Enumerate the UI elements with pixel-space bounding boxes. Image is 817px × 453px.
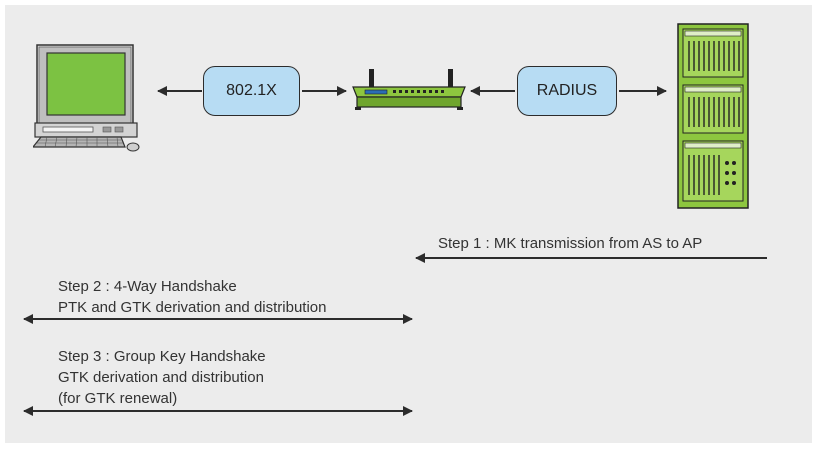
step3-label: Step 3 : Group Key Handshake GTK derivat… [58, 348, 266, 407]
protocol-radius-label: RADIUS [536, 82, 598, 99]
protocol-8021x-box: 802.1X [203, 66, 300, 116]
access-point-router-icon [352, 69, 466, 110]
protocol-8021x-label: 802.1X [226, 82, 277, 99]
connector-layer [23, 86, 767, 416]
protocol-radius-box: RADIUS [517, 66, 617, 116]
step1-label: Step 1 : MK transmission from AS to AP [438, 235, 703, 252]
server-rack-icon [677, 23, 749, 209]
step2-label: Step 2 : 4-Way Handshake PTK and GTK der… [58, 278, 327, 316]
desktop-computer-icon [33, 44, 140, 152]
diagram-canvas: 802.1X RADIUS [5, 5, 812, 443]
